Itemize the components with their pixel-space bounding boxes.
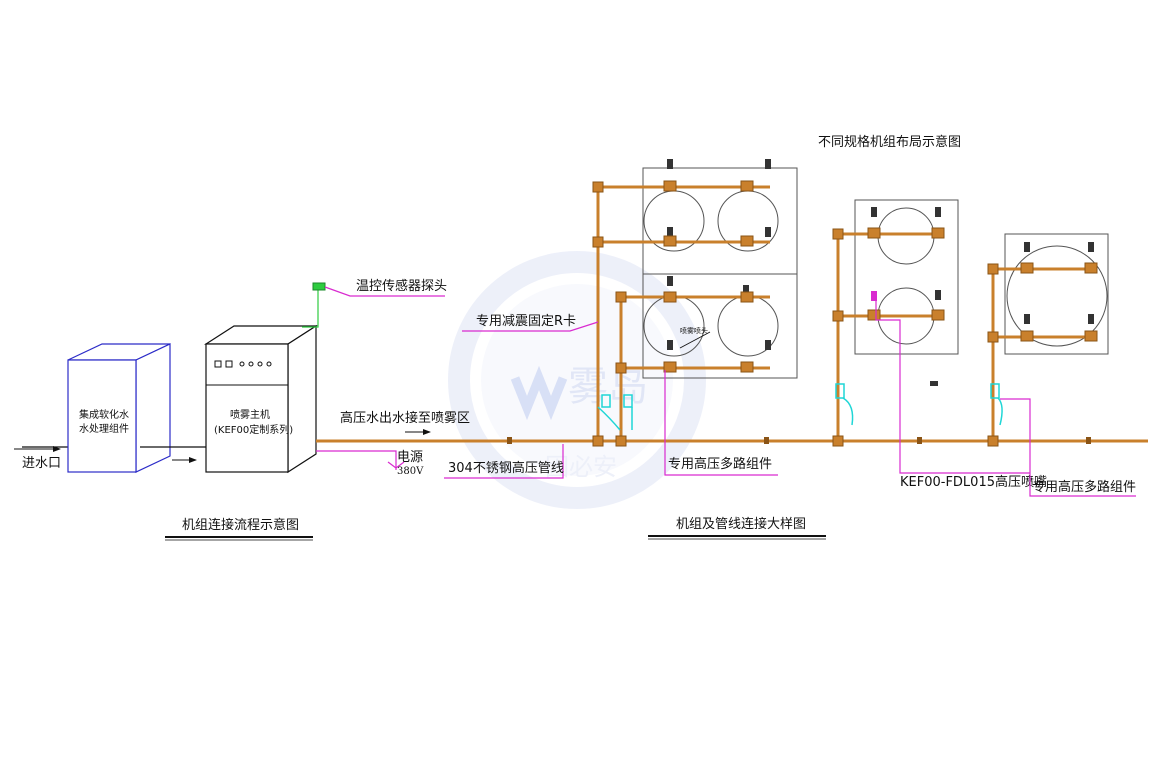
- pipeline-label: 304不锈钢高压管线: [448, 460, 564, 476]
- power-callout: 电源 380V: [316, 450, 424, 477]
- water-softener-unit: 集成软化水 水处理组件: [67, 343, 171, 473]
- voltage-label: 380V: [397, 466, 424, 477]
- temp-sensor: 温控传感器探头: [302, 278, 447, 328]
- hp-outlet-label: 高压水出水接至喷雾区: [340, 410, 470, 426]
- watermark-brand: 雾岛: [568, 364, 648, 410]
- watermark-arc: 因必安: [545, 453, 617, 481]
- nozzle-model-label: KEF00-FDL015高压喷嘴: [900, 474, 1047, 490]
- detail-unit-medium: [832, 199, 959, 447]
- layout-title: 不同规格机组布局示意图: [818, 134, 961, 150]
- temp-sensor-label: 温控传感器探头: [356, 278, 447, 294]
- manifold-a-label: 专用高压多路组件: [668, 456, 772, 472]
- power-label: 电源: [397, 450, 423, 465]
- manifold-b-label: 专用高压多路组件: [1032, 479, 1136, 495]
- softener-label-line2: 水处理组件: [79, 422, 129, 435]
- nozzle-small-label: 喷雾喷头: [680, 326, 708, 335]
- host-label-line2: (KEF00定制系列): [214, 423, 293, 436]
- caption-flow: 机组连接流程示意图: [182, 517, 299, 533]
- sensor-probe-icon: [312, 282, 326, 291]
- r-clip-label: 专用减震固定R卡: [476, 314, 576, 329]
- mist-host-unit: 喷雾主机 (KEF00定制系列): [203, 324, 319, 474]
- caption-detail: 机组及管线连接大样图: [676, 516, 806, 532]
- softener-label-line1: 集成软化水: [79, 408, 129, 421]
- detail-unit-large: 喷雾喷头: [592, 159, 798, 447]
- pipe-clips: [507, 437, 1091, 444]
- watermark: 雾岛 因必安: [448, 251, 706, 509]
- detail-unit-single: [987, 233, 1109, 447]
- inlet-label: 进水口: [22, 456, 61, 471]
- watermark-logo-icon: [510, 365, 568, 421]
- host-label-line1: 喷雾主机: [230, 408, 270, 421]
